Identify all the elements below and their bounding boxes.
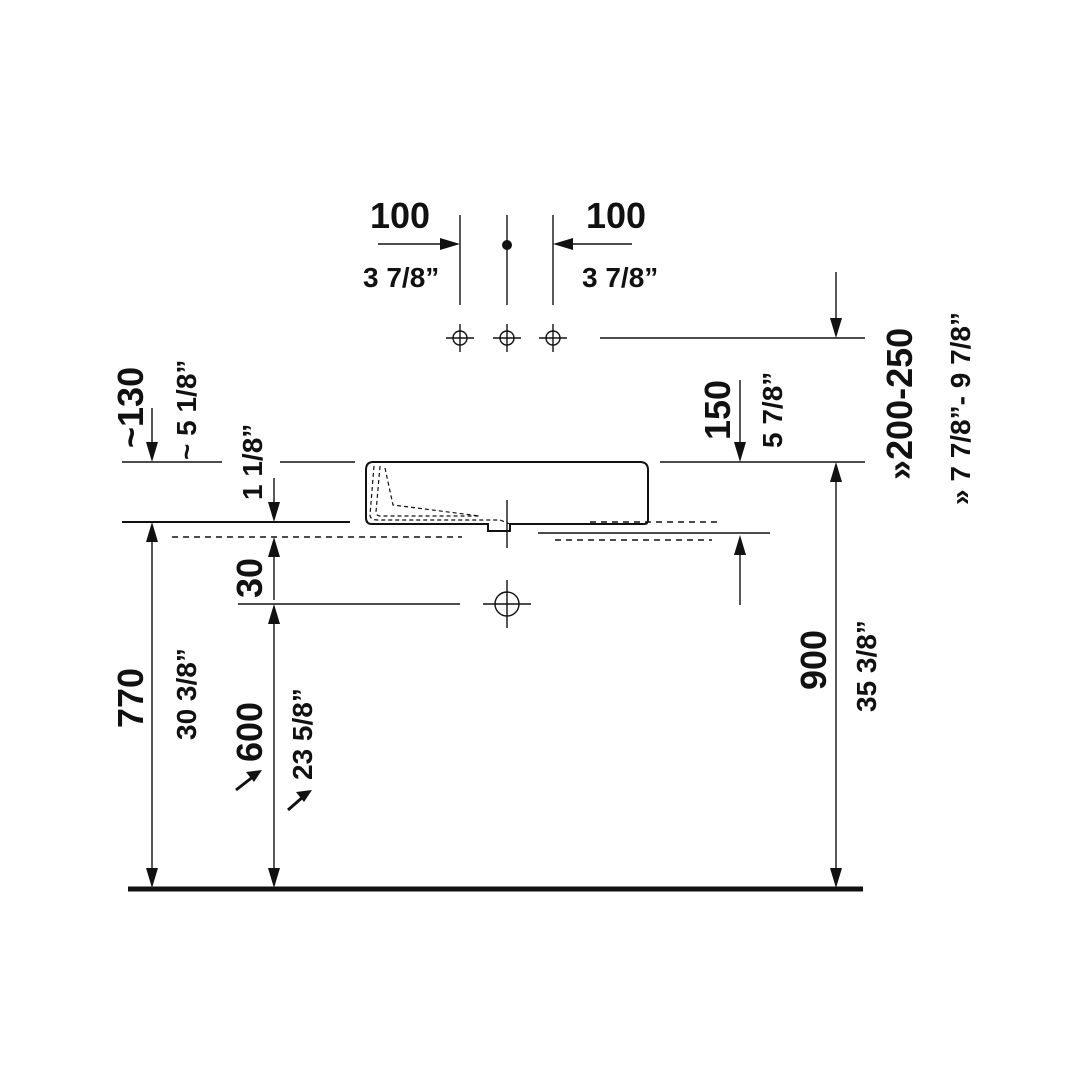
tap-hole-center-icon [493, 324, 521, 352]
counter-height-mm-label: 770 [110, 668, 151, 728]
basin-height-mm-label: 150 [697, 380, 738, 440]
basin-offset-mm-label: ~130 [110, 367, 151, 448]
waste-height-approx-arrow-icon [235, 770, 262, 792]
tap-height-inch-label: » 7 7/8”- 9 7/8” [945, 312, 976, 505]
rim-drop-inch-label: 1 1/8” [237, 424, 268, 500]
tap-height-mm-label: »200-250 [879, 328, 920, 480]
tap-center-dot [502, 240, 512, 250]
tap-hole-right-icon [539, 324, 567, 352]
basin-offset-inch-label: ~ 5 1/8” [171, 360, 202, 460]
basin-outline [365, 461, 649, 548]
waste-offset-mm-label: 30 [229, 558, 270, 598]
basin-offset-arrowhead [146, 442, 158, 462]
waste-height-dimension: 600 23 5/8” [229, 604, 318, 888]
tap-holes [446, 324, 567, 352]
basin-height-inch-label: 5 7/8” [757, 372, 788, 448]
waste-offset-dimension: 30 [229, 537, 280, 600]
basin-height-arrowhead [734, 442, 746, 462]
tap-hole-left-icon [446, 324, 474, 352]
rim-height-inch-label: 35 3/8” [851, 620, 882, 712]
counter-height-dimension: 770 30 3/8” [110, 522, 202, 888]
tap-right-arrowhead [553, 238, 573, 250]
waste-offset-arrowhead [268, 537, 280, 557]
counter-up-arrow [734, 535, 746, 605]
basin-height-dimension: 150 5 7/8” [697, 372, 788, 462]
counter-height-inch-label: 30 3/8” [171, 648, 202, 740]
waste-height-approx-arrow-icon-2 [287, 790, 312, 812]
tap-left-mm-label: 100 [370, 195, 430, 236]
waste-height-inch-label: 23 5/8” [287, 688, 318, 780]
rim-height-dimension: 900 35 3/8” [793, 462, 882, 888]
rim-drop-arrowhead [268, 502, 280, 522]
waste-height-mm-label: 600 [229, 702, 270, 762]
countertop-lines [122, 521, 770, 541]
tap-height-arrowhead [830, 318, 842, 338]
tap-right-mm-label: 100 [586, 195, 646, 236]
tap-left-inch-label: 3 7/8” [363, 262, 439, 293]
rim-drop-dimension: 1 1/8” [237, 424, 280, 522]
tap-right-inch-label: 3 7/8” [582, 262, 658, 293]
rim-height-mm-label: 900 [793, 630, 834, 690]
tap-left-arrowhead [440, 238, 460, 250]
waste-outlet-icon [483, 580, 531, 628]
tap-height-dimension: »200-250 » 7 7/8”- 9 7/8” [600, 272, 976, 505]
tap-spacing-group: 100 3 7/8” 100 3 7/8” [363, 195, 658, 305]
basin-offset-dimension: ~130 ~ 5 1/8” [110, 360, 202, 462]
